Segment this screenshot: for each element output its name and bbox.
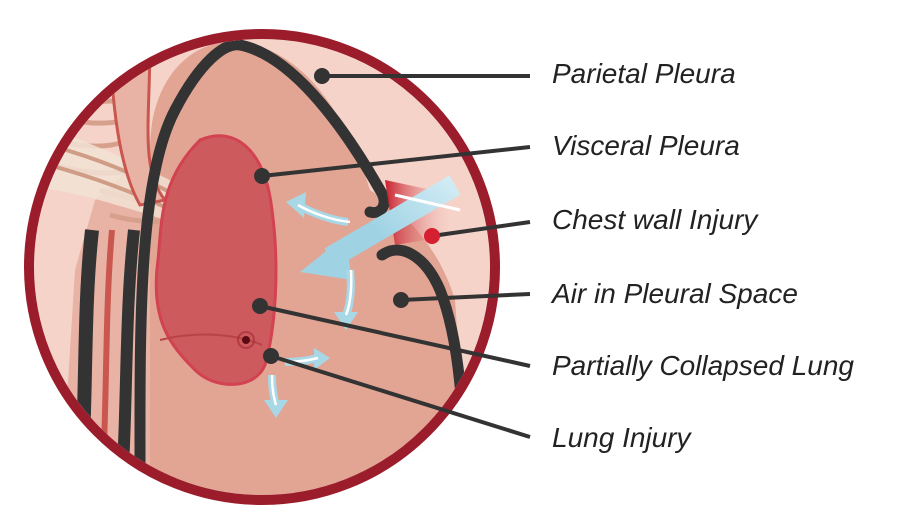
label-lung-injury: Lung Injury	[552, 422, 691, 454]
lung-injury-site	[242, 336, 250, 344]
label-air-in-pleural-space: Air in Pleural Space	[552, 278, 798, 310]
label-chest-wall-injury: Chest wall Injury	[552, 204, 757, 236]
label-partially-collapsed-lung: Partially Collapsed Lung	[552, 350, 854, 382]
label-visceral-pleura: Visceral Pleura	[552, 130, 740, 162]
label-parietal-pleura: Parietal Pleura	[552, 58, 736, 90]
